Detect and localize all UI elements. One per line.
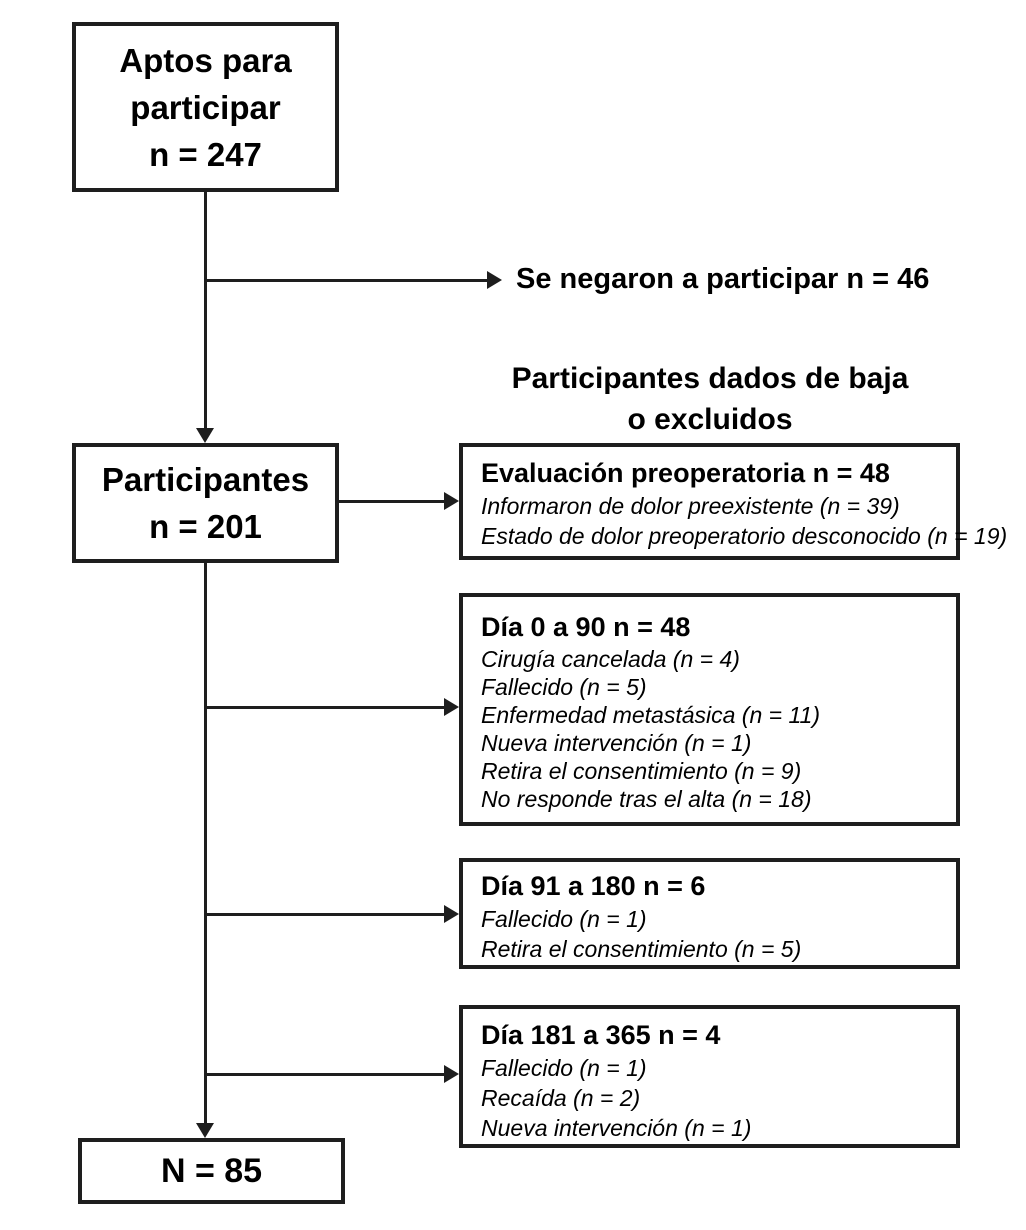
final-count: N = 85	[160, 1151, 263, 1190]
exclusion-day181-365-title: Día 181 a 365 n = 4	[481, 1020, 721, 1050]
arrowhead-right-day181-365	[444, 1065, 459, 1083]
exclusion-day91-180-item: Retira el consentimiento (n = 5)	[481, 936, 802, 962]
exclusion-day0-90-item: Cirugía cancelada (n = 4)	[481, 646, 740, 672]
eligible-box: Aptos para participar n = 247	[72, 22, 339, 192]
exclusion-day0-90-item: Fallecido (n = 5)	[481, 674, 647, 700]
arrowhead-right-preop	[444, 492, 459, 510]
arrowhead-right-day91-180	[444, 905, 459, 923]
exclusion-day0-90-item: Retira el consentimiento (n = 9)	[481, 758, 802, 784]
exclusion-day181-365-item: Nueva intervención (n = 1)	[481, 1115, 752, 1141]
exclusion-day0-90-title: Día 0 a 90 n = 48	[481, 612, 691, 642]
arrowhead-right-refused	[487, 271, 502, 289]
withdrawn-header-line2: o excluidos	[627, 403, 793, 436]
exclusion-box-preop: Evaluación preoperatoria n = 48 Informar…	[459, 443, 1008, 560]
refused-label: Se negaron a participar n = 46	[516, 263, 930, 295]
connector-participants-preop	[339, 500, 445, 503]
exclusion-box-day91-180: Día 91 a 180 n = 6 Fallecido (n = 1) Ret…	[459, 858, 960, 969]
eligible-line1: Aptos para	[119, 41, 292, 79]
exclusion-day91-180-title: Día 91 a 180 n = 6	[481, 871, 706, 901]
eligible-count: n = 247	[149, 135, 262, 173]
connector-day0-90	[204, 706, 445, 709]
exclusion-day0-90-item: Enfermedad metastásica (n = 11)	[481, 702, 820, 728]
connector-refused	[204, 279, 488, 282]
arrowhead-right-day0-90	[444, 698, 459, 716]
withdrawn-header-line1: Participantes dados de baja	[511, 362, 909, 395]
eligible-line2: participar	[130, 88, 281, 126]
connector-day181-365	[204, 1073, 445, 1076]
exclusion-preop-item: Estado de dolor preoperatorio desconocid…	[481, 523, 1008, 549]
exclusion-day91-180-item: Fallecido (n = 1)	[481, 906, 647, 932]
participants-line1: Participantes	[101, 461, 310, 498]
arrowhead-down-final	[196, 1123, 214, 1138]
exclusion-preop-item: Informaron de dolor preexistente (n = 39…	[481, 493, 900, 519]
exclusion-day0-90-item: No responde tras el alta (n = 18)	[481, 786, 812, 812]
exclusion-day181-365-item: Fallecido (n = 1)	[481, 1055, 647, 1081]
exclusion-box-day0-90: Día 0 a 90 n = 48 Cirugía cancelada (n =…	[459, 593, 960, 826]
participants-count: n = 201	[149, 508, 262, 545]
connector-eligible-participants	[204, 192, 207, 430]
final-box: N = 85	[78, 1138, 345, 1204]
connector-participants-final	[204, 563, 207, 1125]
exclusion-preop-title: Evaluación preoperatoria n = 48	[481, 458, 890, 488]
arrowhead-down-participants	[196, 428, 214, 443]
exclusion-day0-90-item: Nueva intervención (n = 1)	[481, 730, 752, 756]
exclusion-day181-365-item: Recaída (n = 2)	[481, 1085, 641, 1111]
exclusion-box-day181-365: Día 181 a 365 n = 4 Fallecido (n = 1) Re…	[459, 1005, 960, 1148]
participants-box: Participantes n = 201	[72, 443, 339, 563]
withdrawn-header: Participantes dados de baja o excluidos	[460, 358, 960, 440]
connector-day91-180	[204, 913, 445, 916]
